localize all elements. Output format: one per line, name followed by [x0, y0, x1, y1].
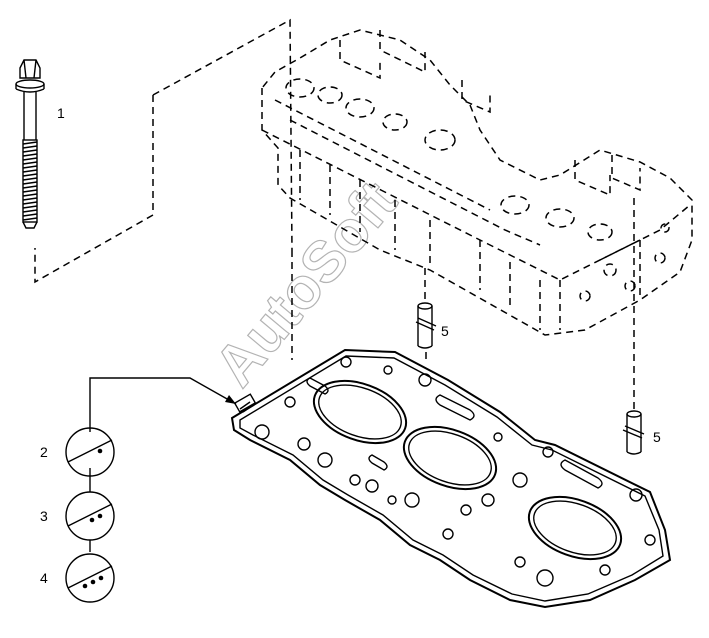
bolt-thread-line: [22, 189, 38, 193]
callout-gasket-one-notch: 2: [40, 444, 48, 460]
bolt-thread-line: [22, 193, 38, 197]
bolt-thread-line: [22, 149, 38, 153]
callout-gasket-two-notches: 3: [40, 508, 48, 524]
bolt-thread-line: [22, 153, 38, 157]
gasket-variant-one-notch: [65, 427, 115, 477]
bolt-thread-line: [22, 181, 38, 185]
callout-dowel-rear: 5: [653, 429, 661, 445]
callout-dowel-front: 5: [441, 323, 449, 339]
bolt-thread-line: [22, 165, 38, 169]
alignment-lines: [34, 18, 635, 410]
bolt-thread-line: [22, 141, 38, 145]
variant-leader: [89, 377, 237, 552]
bolt-thread-line: [22, 169, 38, 173]
watermark: AutoSoft: [202, 169, 409, 398]
dowel-pin-front: [415, 302, 437, 349]
bolt-thread-line: [22, 161, 38, 165]
callout-bolt: 1: [57, 105, 65, 121]
bolt-thread-line: [22, 177, 38, 181]
callout-gasket-three-notches: 4: [40, 570, 48, 586]
dowel-pin-rear: [622, 410, 645, 455]
bolt-thread-line: [22, 209, 38, 213]
bolt-thread-line: [22, 201, 38, 205]
bolt-thread-line: [22, 185, 38, 189]
bolt-thread-line: [22, 157, 38, 161]
head-gasket: [230, 348, 672, 609]
bolt-thread-line: [22, 217, 38, 221]
gasket-variant-three-notches: [65, 553, 115, 603]
cylinder-head: [261, 29, 693, 336]
bolt-thread-line: [22, 197, 38, 201]
bolt-thread-line: [22, 145, 38, 149]
bolt-thread-line: [22, 205, 38, 209]
bolt-thread-line: [22, 213, 38, 217]
bolt-thread-line: [22, 173, 38, 177]
gasket-variant-two-notches: [65, 491, 115, 541]
head-bolt: [15, 59, 45, 229]
